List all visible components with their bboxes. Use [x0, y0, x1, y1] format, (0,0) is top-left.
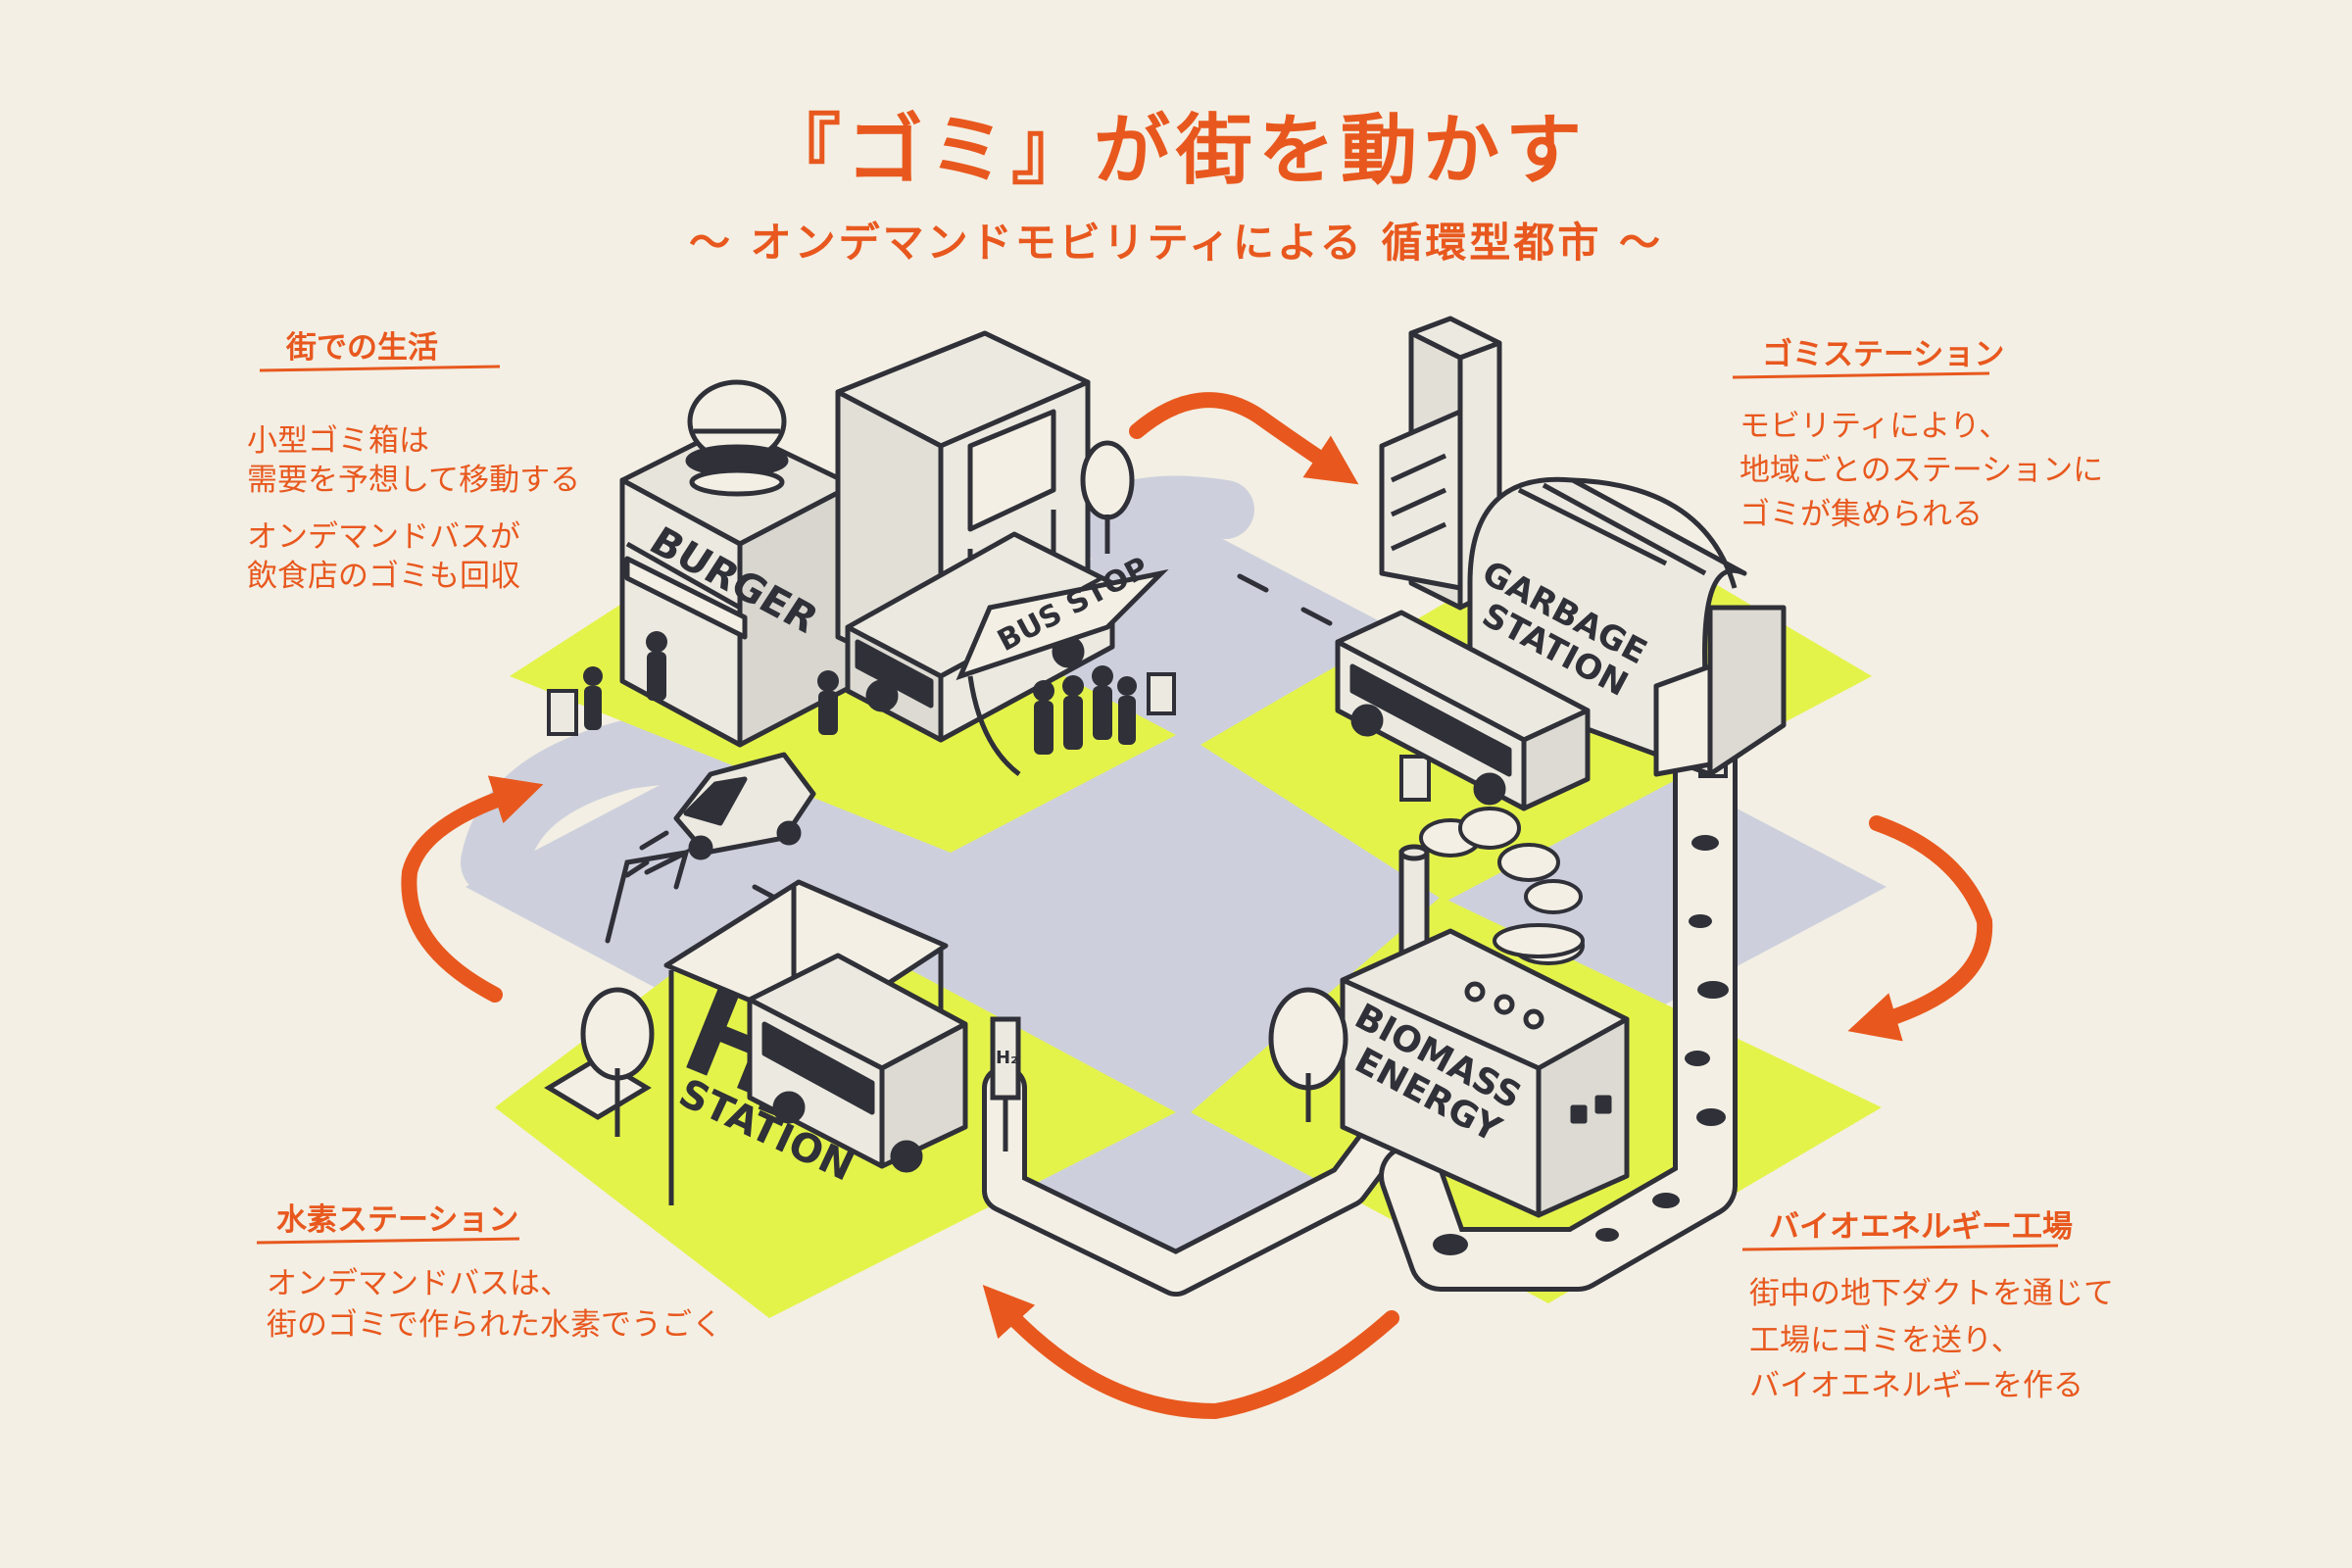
section-biomass-heading: バイオエネルギー工場	[1769, 1209, 2073, 1245]
arrow-life-to-garbage	[1129, 392, 1359, 485]
tree-top	[1080, 440, 1135, 554]
section-garbage-underline	[1732, 371, 1990, 379]
page-subtitle: 〜 オンデマンドモビリティによる 循環型都市 〜	[689, 219, 1663, 267]
autonomous-car	[673, 752, 816, 860]
tree-biomass	[1268, 987, 1348, 1122]
section-garbage-line-2: 地域ごとのステーションに	[1740, 453, 2103, 488]
cycle-arrows	[401, 392, 1993, 1420]
section-biomass: バイオエネルギー工場 街中の地下ダクトを通じて 工場にゴミを送り、 バイオエネル…	[1741, 1209, 2114, 1403]
section-garbage-heading: ゴミステーション	[1762, 337, 2004, 372]
bench-and-tree	[544, 987, 655, 1137]
arrow-hydrogen-to-life	[401, 775, 544, 1003]
section-life-line-4: 飲食店のゴミも回収	[247, 559, 520, 594]
bus-stop-shelter	[956, 568, 1169, 776]
garbage-bus	[1335, 610, 1591, 811]
h2-pump	[990, 1016, 1021, 1152]
duct-garbage-pieces	[1433, 835, 1729, 1255]
underground-duct	[982, 673, 1738, 1297]
section-biomass-line-1: 街中の地下ダクトを通じて	[1749, 1276, 2114, 1311]
burger-icon	[685, 379, 789, 497]
section-life-underline	[259, 365, 501, 372]
section-garbage-line-1: モビリティにより、	[1740, 409, 2009, 444]
section-biomass-line-2: 工場にゴミを送り、	[1749, 1323, 2022, 1358]
section-life-line-3: オンデマンドバスが	[247, 519, 520, 555]
cloud-small	[1493, 923, 1585, 958]
h2-pump-label: H₂	[996, 1048, 1018, 1068]
section-life: 街での生活 小型ゴミ箱は 需要を予想して移動する オンデマンドバスが 飲食店のゴ…	[247, 330, 580, 594]
section-hydrogen-line-2: 街のゴミで作られた水素でうごく	[267, 1307, 722, 1343]
arrow-biomass-to-hydrogen	[982, 1285, 1399, 1420]
section-life-heading: 街での生活	[285, 330, 438, 366]
garbage-tower	[1379, 316, 1502, 611]
biomass-plant	[1340, 928, 1630, 1218]
hydrogen-bus	[747, 953, 968, 1173]
page-title: 『ゴミ』が街を動かす	[764, 107, 1588, 195]
section-hydrogen: 水素ステーション オンデマンドバスは、 街のゴミで作られた水素でうごく	[256, 1202, 722, 1343]
section-garbage: ゴミステーション モビリティにより、 地域ごとのステーションに ゴミが集められる	[1732, 337, 2103, 532]
section-hydrogen-underline	[256, 1237, 520, 1245]
section-hydrogen-line-1: オンデマンドバスは、	[267, 1266, 570, 1301]
section-biomass-underline	[1741, 1244, 2059, 1251]
section-life-line-2: 需要を予想して移動する	[247, 463, 580, 498]
section-life-line-1: 小型ゴミ箱は	[247, 423, 429, 459]
biomass-smoke	[1419, 807, 1585, 965]
arrow-garbage-to-biomass	[1847, 815, 1993, 1042]
section-garbage-line-3: ゴミが集められる	[1740, 497, 1983, 532]
section-hydrogen-heading: 水素ステーション	[276, 1202, 518, 1238]
people-silhouettes	[583, 631, 1137, 755]
section-biomass-line-3: バイオエネルギーを作る	[1749, 1368, 2083, 1403]
burger-shop	[619, 379, 856, 748]
